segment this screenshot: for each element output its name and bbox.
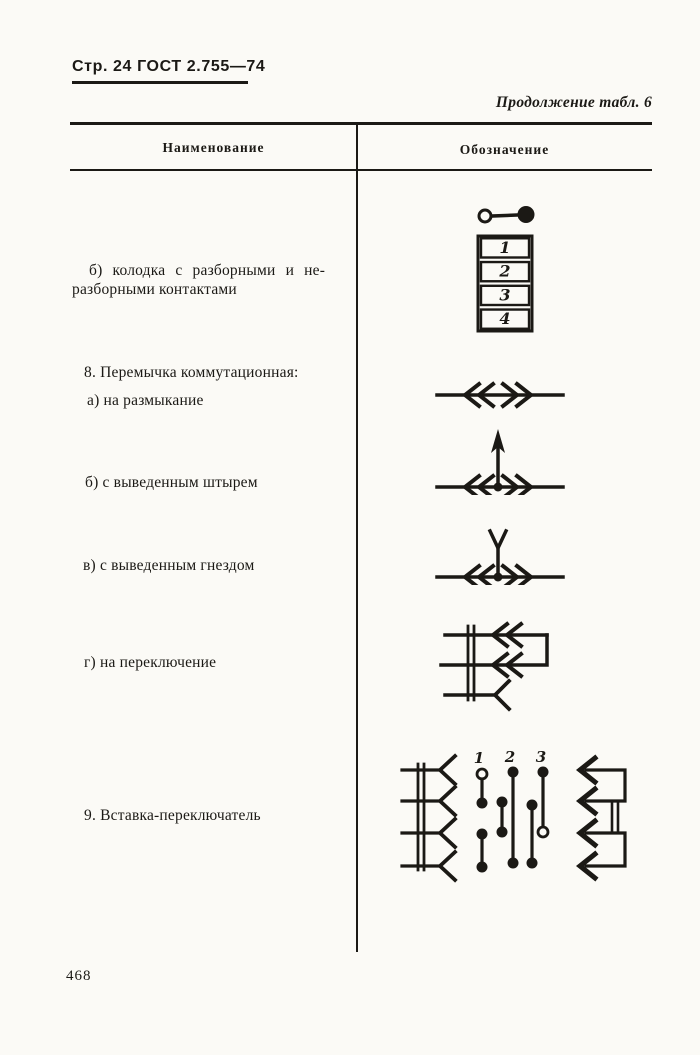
row-name-jumper-break: а) на размыкание [87,392,204,409]
table-column-divider [356,122,358,952]
symbol-insert-switch: 1 2 3 [400,748,627,883]
cell-label-4: 4 [499,309,510,328]
column-header-designation: Обозначение [459,142,550,157]
pin-dot-icon [517,206,535,223]
symbol-jumper-with-pin [435,429,565,495]
junction-dot-icon [493,572,503,582]
switch-links [475,766,550,873]
cell-label-3: 3 [499,286,510,305]
symbol-block-detachable-contacts: 1 2 3 4 [476,206,535,333]
junction-dot-icon [493,482,503,492]
socket-fork-icon [487,528,509,553]
table-top-rule [70,122,652,125]
socket-fork-icon [492,678,512,712]
pin-arrow-icon [491,429,505,453]
row-name-jumper-heading: 8. Перемычка коммутационная: [84,364,299,381]
page-header-left: Стр. 24 ГОСТ 2.755—74 [72,58,266,75]
page-header-underline [72,81,248,84]
page-number: 468 [66,968,92,984]
symbol-jumper-with-socket [435,528,565,585]
jumper-bracket [439,633,549,667]
pin-label-1: 1 [474,749,484,767]
table-header-rule [70,169,652,171]
pin-label-3: 3 [536,748,546,766]
table-continuation-note: Продолжение табл. 6 [495,94,652,111]
column-header-name: Наименование [162,140,265,155]
row-name-jumper-socket: в) с выведенным гнездом [83,557,255,574]
pin-label-2: 2 [504,748,515,766]
socket-circle-icon [477,208,493,224]
row-name-line: б) колодка с разборными и не- [89,262,326,279]
cell-label-2: 2 [498,262,510,281]
symbol-jumper-switching [439,621,549,712]
socket-strip [400,753,458,883]
plug-brackets [575,754,627,882]
row-name-jumper-pin: б) с выведенным штырем [85,474,258,491]
symbol-jumper-break [435,381,565,409]
cell-label-1: 1 [499,238,510,257]
row-name-line: разборными контактами [72,281,237,298]
row-name-insert-switch: 9. Вставка-переключатель [84,807,261,824]
row-name-jumper-switching: г) на переключение [84,654,217,671]
row-name-block-contacts: б) колодка с разборными и не- разборными… [72,262,346,299]
